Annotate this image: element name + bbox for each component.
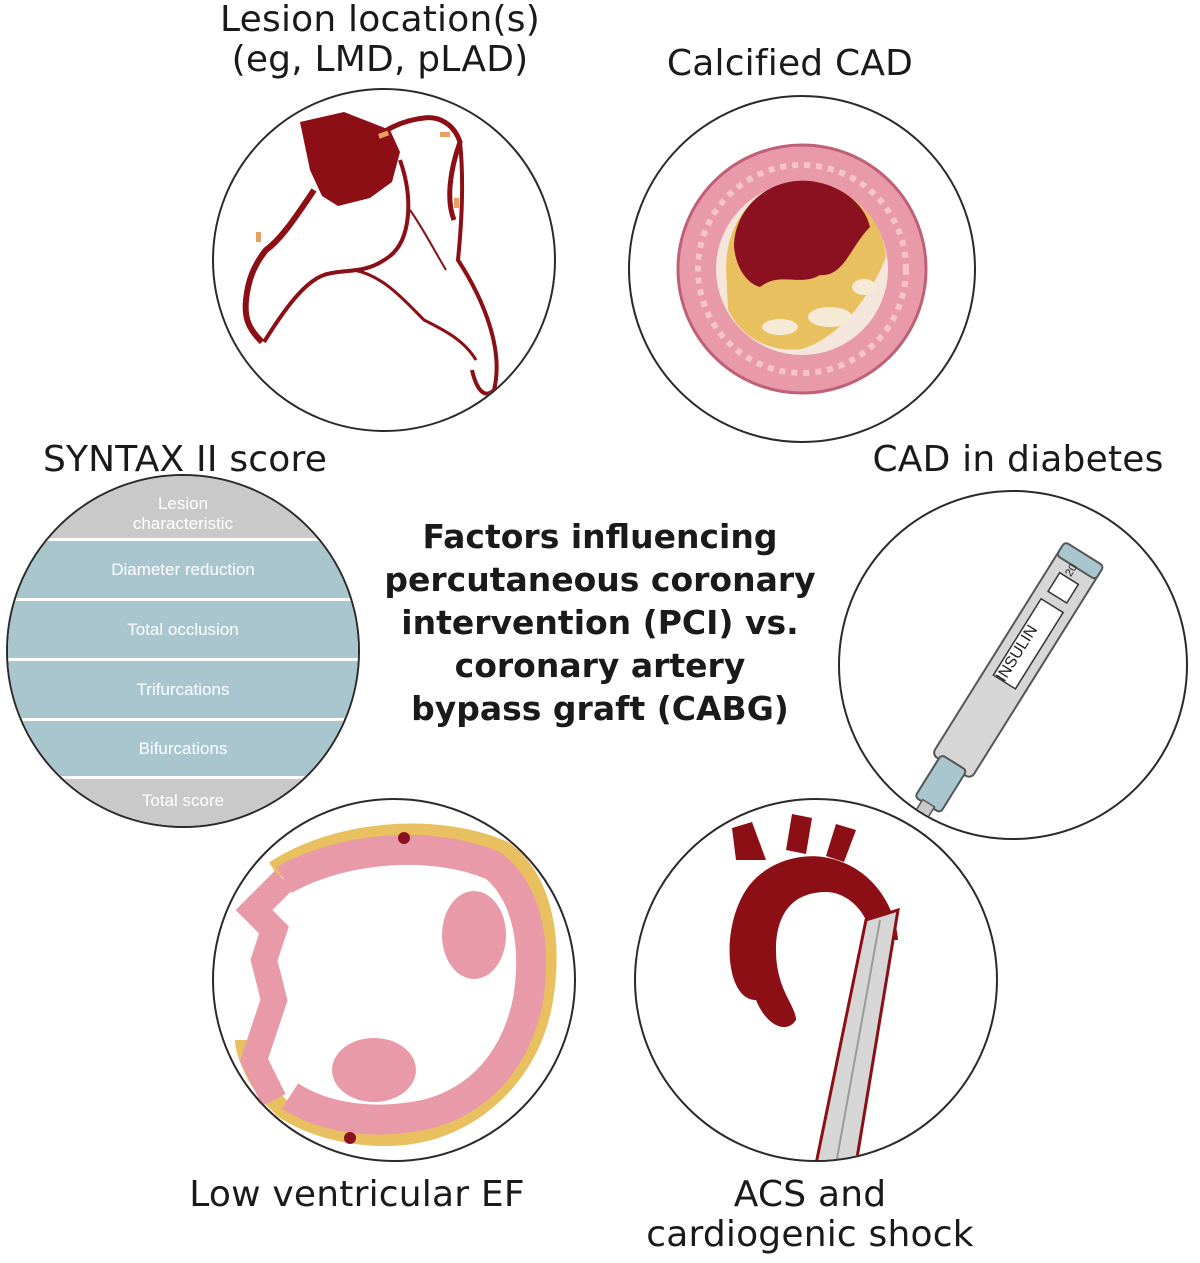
syntax-score-label: SYNTAX II score [42,439,328,480]
coronary-arteries-illustration [242,112,499,396]
calcified-cad-circle [628,95,976,443]
center-title: Factors influencing percutaneous coronar… [384,517,816,728]
insulin-dose: 20 [1063,562,1080,579]
cad-diabetes-label: CAD in diabetes [872,439,1164,480]
calcified-cad-label: Calcified CAD [666,43,914,84]
insulin-pen-illustration: INSULIN 20 [900,542,1104,838]
syntax-table: Lesion characteristic Diameter reduction… [8,476,358,826]
calcified-artery-illustration [676,143,928,395]
syntax-row-bifurcations: Bifurcations [8,721,358,776]
acs-circle [634,798,998,1162]
low-ef-circle [212,798,576,1162]
low-ef-label: Low ventricular EF [189,1174,525,1215]
syntax-row-total: Total score [8,779,358,826]
syntax-row-trifurcations: Trifurcations [8,661,358,718]
ventricle-section-illustration [235,823,557,1147]
syntax-row-lesion: Lesion characteristic [8,476,358,538]
syntax-score-circle: Lesion characteristic Diameter reduction… [6,474,360,828]
lesion-location-circle [212,88,556,432]
syntax-row-occlusion: Total occlusion [8,601,358,658]
lesion-location-label: Lesion location(s) (eg, LMD, pLAD) [220,0,540,80]
acs-label: ACS and cardiogenic shock [646,1174,974,1255]
syntax-row-diameter: Diameter reduction [8,541,358,598]
cad-diabetes-circle: INSULIN 20 [838,490,1188,840]
aorta-illustration [729,814,900,1160]
